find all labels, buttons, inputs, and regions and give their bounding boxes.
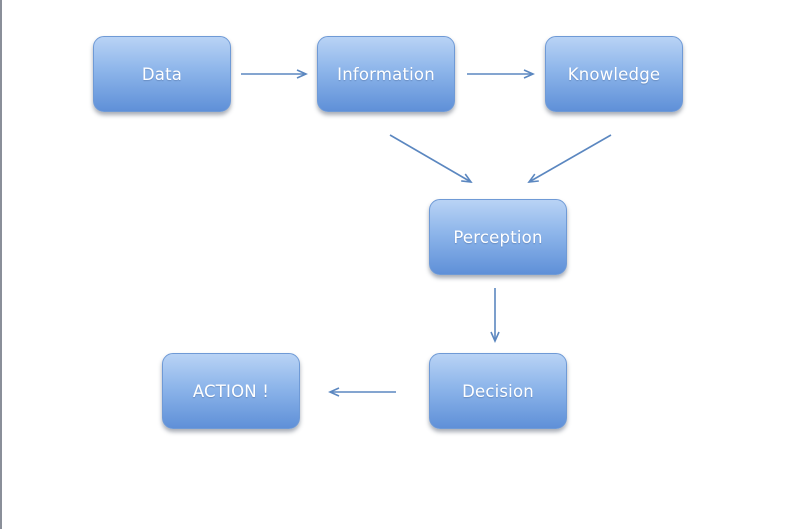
node-information[interactable]: Information xyxy=(317,36,455,112)
arrow-information-to-perception xyxy=(389,134,473,183)
window-edge xyxy=(0,0,2,529)
node-knowledge[interactable]: Knowledge xyxy=(545,36,683,112)
node-decision-label: Decision xyxy=(462,381,534,401)
node-decision[interactable]: Decision xyxy=(429,353,567,429)
node-data[interactable]: Data xyxy=(93,36,231,112)
node-action-label: ACTION ! xyxy=(192,381,270,401)
node-knowledge-label: Knowledge xyxy=(567,64,661,84)
node-information-label: Information xyxy=(337,64,435,84)
node-data-label: Data xyxy=(141,64,183,84)
node-perception-label: Perception xyxy=(453,227,543,247)
node-action[interactable]: ACTION ! xyxy=(162,353,300,429)
arrow-knowledge-to-perception xyxy=(527,134,612,183)
node-perception[interactable]: Perception xyxy=(429,199,567,275)
